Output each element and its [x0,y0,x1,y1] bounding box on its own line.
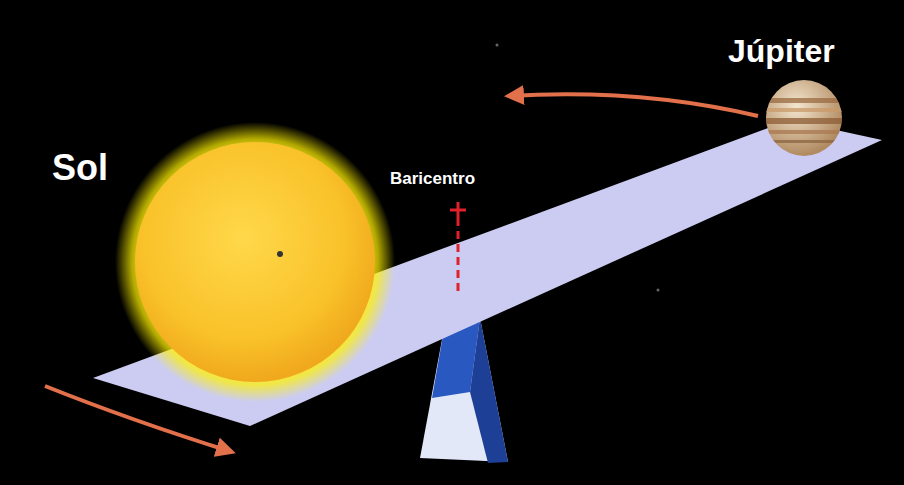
barycenter-label: Baricentro [390,170,475,189]
sun-label: Sol [52,148,108,188]
jupiter-label: Júpiter [728,34,835,69]
